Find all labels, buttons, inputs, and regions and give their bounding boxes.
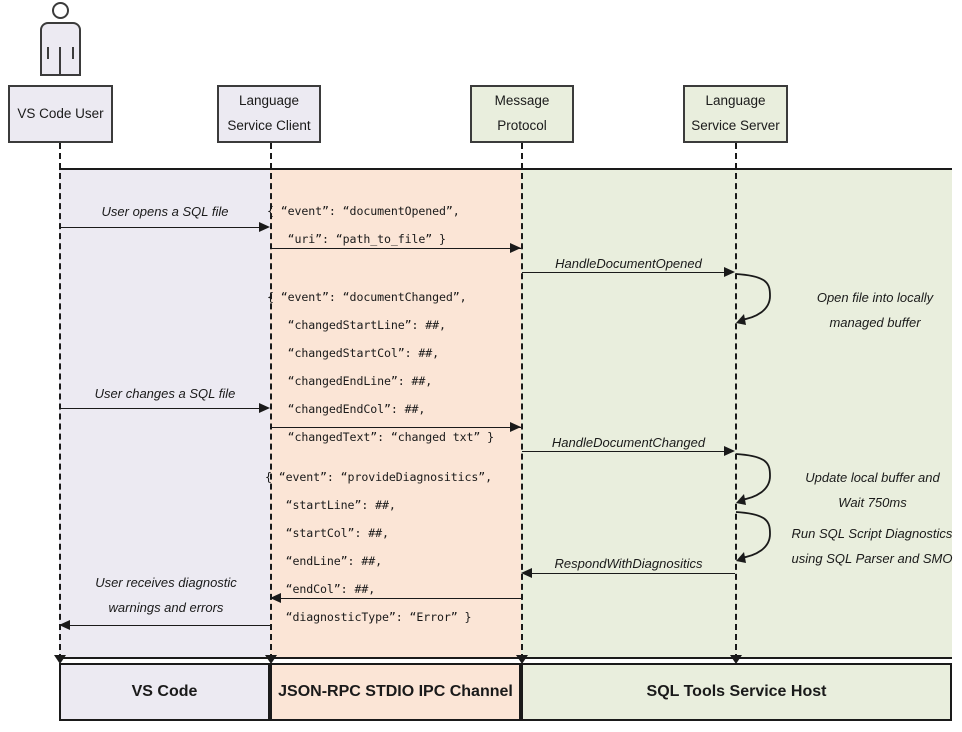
lane-top-border [59, 168, 952, 170]
note-line2: managed buffer [829, 315, 921, 331]
person-arm-right-icon [72, 47, 74, 59]
participant-label-line1: Message [494, 93, 550, 109]
note-line1: Run SQL Script Diagnostics [791, 526, 953, 541]
note-line1: Update local buffer and [805, 470, 940, 485]
lifeline-vs-code-user [59, 143, 61, 660]
footer-label: VS Code [131, 683, 198, 700]
person-legs-icon [59, 47, 61, 76]
note-line2: using SQL Parser and SMO [791, 551, 953, 567]
participant-language-service-server[interactable]: Language Service Server [683, 85, 788, 143]
participant-label-line1: VS Code User [17, 105, 104, 121]
message-label-user-opens-sql-file: User opens a SQL file [101, 204, 229, 219]
note-run-sql-diagnostics: Run SQL Script Diagnostics using SQL Par… [762, 521, 962, 572]
arrowhead-right-icon [510, 421, 521, 432]
person-head-icon [52, 2, 69, 19]
message-arrow-payload-to-protocol [271, 248, 521, 249]
lane-vscode [59, 170, 270, 658]
arrowhead-left-icon [59, 619, 70, 630]
message-arrow-respond-with-diagnostics [532, 573, 735, 574]
participant-label-line1: Language [238, 93, 300, 109]
message-arrow-handle-document-opened [522, 272, 726, 273]
message-label-user-receives-diagnostics: User receives diagnostic warnings and er… [62, 570, 270, 621]
self-loop-run-diagnostics-icon [735, 511, 771, 563]
participant-vs-code-user[interactable]: VS Code User [8, 85, 113, 143]
message-label-handle-document-opened: HandleDocumentOpened [555, 256, 702, 271]
message-arrow-user-opens-sql-file [60, 227, 260, 228]
note-line2: Wait 750ms [838, 495, 907, 511]
lane-bottom-border [59, 657, 952, 659]
lifeline-end-arrow-icon [730, 655, 742, 664]
arrowhead-right-icon [259, 402, 270, 413]
note-open-file-buffer: Open file into locally managed buffer [775, 285, 962, 336]
lifeline-language-service-client [270, 143, 272, 660]
payload-document-changed: { “event”: “documentChanged”, “changedSt… [267, 290, 495, 444]
footer-json-rpc-channel[interactable]: JSON-RPC STDIO IPC Channel [270, 663, 521, 721]
arrowhead-right-icon [510, 242, 521, 253]
arrowhead-left-icon [270, 592, 281, 603]
message-arrow-diagnostics-to-client [281, 598, 521, 599]
message-label-user-changes-sql-file: User changes a SQL file [94, 386, 236, 401]
message-label-line2: warnings and errors [108, 600, 224, 616]
lifeline-message-protocol [521, 143, 523, 660]
message-arrow-changed-payload-to-protocol [271, 427, 521, 428]
participant-label-line2: Service Server [691, 118, 780, 133]
participant-label-line2: Service Client [227, 118, 311, 133]
note-update-buffer-wait: Update local buffer and Wait 750ms [770, 465, 962, 516]
arrowhead-right-icon [259, 221, 270, 232]
message-arrow-handle-document-changed [522, 451, 726, 452]
lifeline-language-service-server [735, 143, 737, 660]
arrowhead-left-icon [521, 567, 532, 578]
footer-label: SQL Tools Service Host [646, 683, 827, 700]
lifeline-end-arrow-icon [54, 655, 66, 664]
participant-label-line1: Language [705, 93, 766, 109]
person-icon [38, 2, 84, 78]
person-arm-left-icon [47, 47, 49, 59]
message-label-handle-document-changed: HandleDocumentChanged [551, 435, 706, 450]
participant-label-line2: Protocol [497, 118, 547, 133]
footer-vs-code[interactable]: VS Code [59, 663, 270, 721]
message-arrow-user-receives-diagnostics [70, 625, 270, 626]
footer-sql-tools-service-host[interactable]: SQL Tools Service Host [521, 663, 952, 721]
arrowhead-right-icon [724, 445, 735, 456]
footer-label: JSON-RPC STDIO IPC Channel [278, 683, 513, 700]
lifeline-end-arrow-icon [516, 655, 528, 664]
message-label-line1: User receives diagnostic [95, 575, 237, 590]
lane-ipc-channel [270, 170, 521, 658]
self-loop-update-buffer-icon [735, 453, 771, 505]
self-loop-open-file-icon [735, 273, 771, 325]
message-label-respond-with-diagnostics: RespondWithDiagnositics [554, 556, 703, 571]
note-line1: Open file into locally [816, 290, 934, 305]
payload-provide-diagnostics: { “event”: “provideDiagnositics”, “start… [265, 470, 493, 624]
arrowhead-right-icon [724, 266, 735, 277]
lifeline-end-arrow-icon [265, 655, 277, 664]
message-arrow-user-changes-sql-file [60, 408, 260, 409]
payload-document-opened: { “event”: “documentOpened”, “uri”: “pat… [267, 204, 460, 246]
participant-message-protocol[interactable]: Message Protocol [470, 85, 574, 143]
participant-language-service-client[interactable]: Language Service Client [217, 85, 321, 143]
